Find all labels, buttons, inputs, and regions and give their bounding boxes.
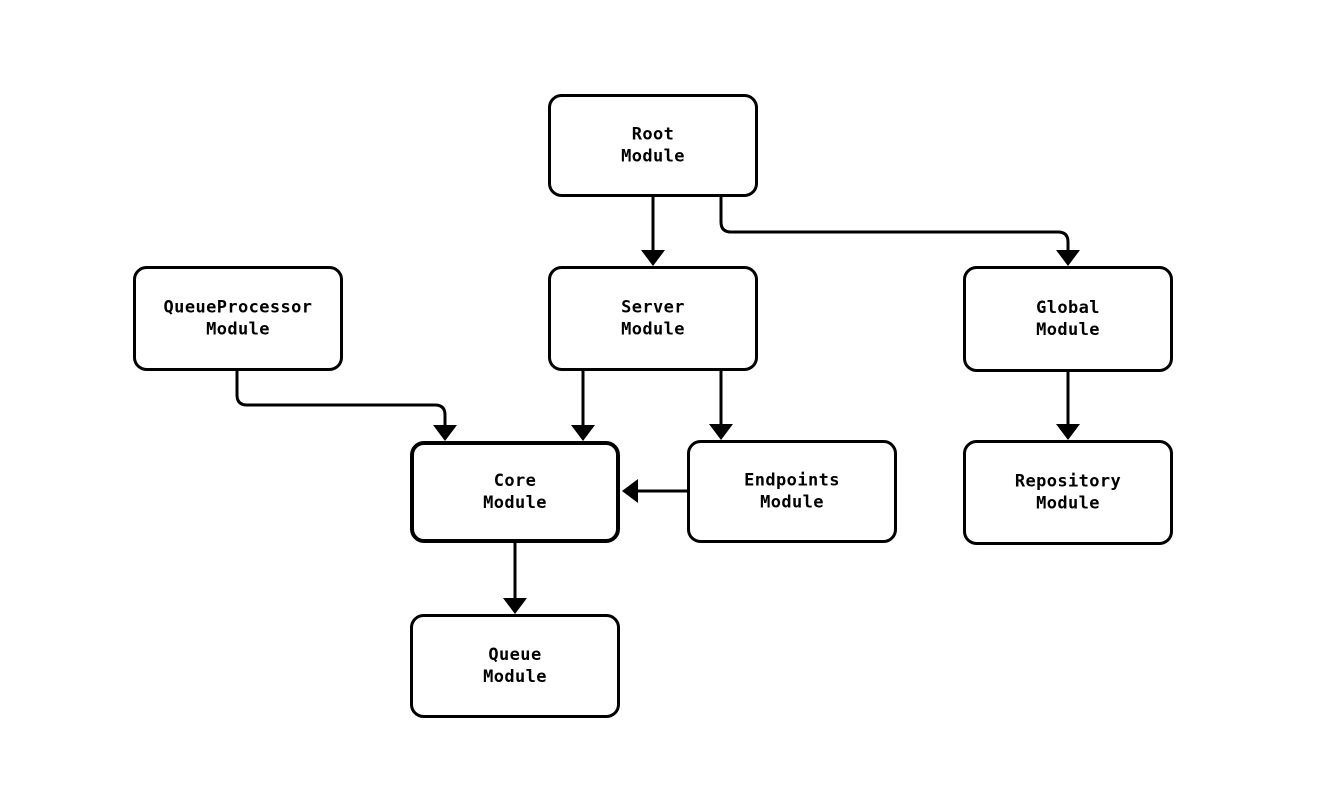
node-box[interactable] bbox=[133, 266, 343, 371]
arrow-head-icon bbox=[1056, 250, 1080, 266]
edge-queueprocessor-core bbox=[235, 371, 457, 441]
node-label-line2: Module bbox=[1036, 494, 1100, 514]
arrow-head-icon bbox=[503, 598, 527, 614]
edge-server-core bbox=[571, 371, 595, 441]
node-box[interactable] bbox=[687, 440, 897, 543]
node-label-line2: Module bbox=[206, 320, 270, 340]
node-box[interactable] bbox=[963, 266, 1173, 372]
node-label-line1: Endpoints bbox=[744, 471, 840, 491]
arrow-head-icon bbox=[1056, 424, 1080, 440]
node-label-line1: Core bbox=[494, 471, 537, 491]
node-box[interactable] bbox=[410, 441, 620, 543]
edge-root-server bbox=[641, 197, 665, 266]
node-label-line2: Module bbox=[1036, 320, 1100, 340]
node-label-line1: Global bbox=[1036, 298, 1100, 318]
node-label-line1: QueueProcessor bbox=[164, 298, 313, 318]
edge-core-queue bbox=[503, 543, 527, 614]
edge-root-global bbox=[719, 197, 1080, 266]
arrow-head-icon bbox=[571, 425, 595, 441]
node-label-line2: Module bbox=[621, 320, 685, 340]
node-label-line1: Queue bbox=[488, 645, 541, 665]
node-box[interactable] bbox=[963, 440, 1173, 545]
edge-endpoints-core bbox=[622, 479, 687, 503]
arrow-head-icon bbox=[641, 250, 665, 266]
node-label-line1: Repository bbox=[1015, 472, 1121, 492]
node-label-line1: Root bbox=[632, 125, 675, 145]
node-box[interactable] bbox=[410, 614, 620, 718]
node-label-line2: Module bbox=[760, 493, 824, 513]
node-label-line1: Server bbox=[621, 298, 685, 318]
node-label-line2: Module bbox=[483, 493, 547, 513]
node-box[interactable] bbox=[548, 94, 758, 197]
node-label-line2: Module bbox=[483, 667, 547, 687]
node-label-line2: Module bbox=[621, 147, 685, 167]
nodes-layer: RootModuleQueueProcessorModuleServerModu… bbox=[133, 94, 1173, 718]
edge-line bbox=[719, 197, 1070, 258]
arrow-head-icon bbox=[709, 424, 733, 440]
edge-global-repository bbox=[1056, 372, 1080, 440]
arrow-head-icon bbox=[433, 425, 457, 441]
node-box[interactable] bbox=[548, 266, 758, 371]
edge-line bbox=[235, 371, 447, 433]
arrow-head-icon bbox=[622, 479, 638, 503]
edges-layer bbox=[235, 197, 1080, 614]
edge-server-endpoints bbox=[709, 371, 733, 440]
